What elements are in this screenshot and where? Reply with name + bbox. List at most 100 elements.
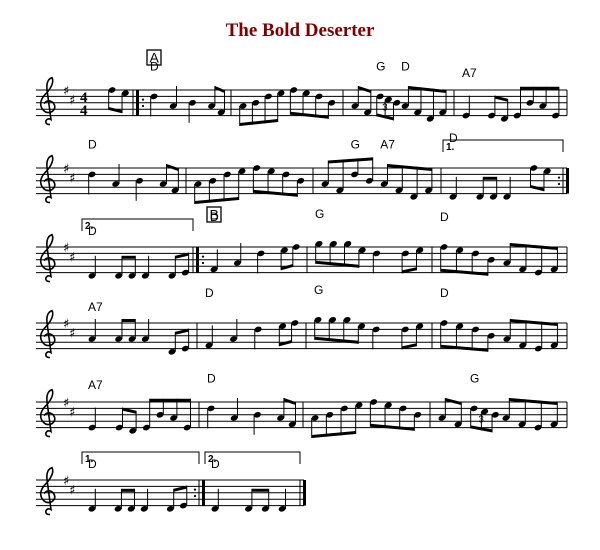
chord-symbol: D (88, 457, 97, 471)
thick-barline (202, 480, 205, 506)
part-label-box (146, 49, 162, 66)
chord-symbol: G (315, 207, 324, 221)
note-head (534, 424, 542, 431)
note-head (488, 112, 496, 119)
tuplet-number: 3 (478, 414, 484, 425)
note-head (438, 415, 446, 421)
note-head (277, 90, 285, 97)
chord-symbol: D (207, 371, 216, 385)
note-head (121, 90, 129, 97)
note-head (194, 181, 202, 187)
note-head (481, 408, 489, 415)
note-head (88, 336, 96, 342)
note-head (88, 424, 96, 431)
note-head (217, 109, 225, 116)
note-beam (376, 113, 394, 121)
note-head (115, 272, 123, 279)
sharp-c-icon: ♯ (69, 406, 75, 421)
note-head (425, 187, 433, 194)
note-head (376, 93, 384, 100)
chord-symbol: D (440, 210, 449, 224)
chord-symbol: G (376, 59, 385, 73)
note-head (534, 269, 542, 276)
thick-barline (566, 168, 569, 194)
note-head (550, 421, 558, 428)
note-head (518, 421, 526, 428)
note-beam (194, 197, 239, 204)
note-head (454, 421, 462, 428)
note-head (169, 103, 177, 109)
note-beam (358, 86, 371, 93)
sharp-f-icon: ♯ (63, 241, 69, 256)
chord-symbol: A7 (88, 378, 103, 392)
note-beam (122, 407, 137, 414)
note-head (267, 168, 275, 175)
note-beam (121, 488, 135, 492)
note-head (384, 402, 392, 409)
measure (311, 399, 431, 438)
repeat-dot (193, 494, 197, 498)
note-head (414, 411, 422, 418)
note-beam (440, 344, 488, 352)
note-head (168, 348, 176, 355)
measure: 3G (438, 371, 568, 433)
note-beam (175, 328, 189, 335)
chord-symbol: D (88, 224, 97, 238)
sharp-c-icon: ♯ (69, 327, 75, 342)
note-head (135, 177, 143, 184)
chord-symbol: A7 (380, 137, 395, 151)
measure: G (315, 207, 433, 274)
note-head (253, 411, 261, 418)
note-head (373, 250, 381, 257)
note-head (370, 399, 378, 405)
note-head (112, 181, 120, 187)
note-beam (166, 164, 179, 171)
note-head (526, 99, 534, 106)
note-head (401, 326, 409, 333)
treble-clef-icon (39, 233, 56, 283)
note-head (343, 316, 351, 323)
note-beam (121, 319, 136, 322)
note-beam (290, 111, 329, 119)
measure (194, 165, 314, 204)
note-beam (408, 86, 447, 93)
note-beam (328, 157, 373, 164)
sharp-f-icon: ♯ (63, 84, 69, 99)
note-head (487, 256, 495, 263)
note-head (351, 103, 359, 109)
treble-clef-icon (39, 388, 56, 438)
note-head (456, 323, 464, 330)
measure: D (205, 286, 307, 350)
note-beam (175, 252, 189, 259)
note-beam (108, 107, 123, 114)
note-beam (173, 485, 187, 492)
note-head (115, 424, 123, 431)
note-head (399, 405, 407, 412)
chord-symbol: D (401, 59, 410, 73)
note-head (282, 171, 290, 178)
note-beam (279, 340, 292, 347)
note-head (280, 247, 288, 254)
thick-barline (136, 90, 139, 116)
note-head (410, 193, 418, 200)
note-head (141, 272, 149, 279)
note-head (290, 87, 298, 93)
note-head (127, 505, 135, 512)
note-head (329, 316, 337, 323)
note-head (439, 109, 447, 116)
note-head (254, 326, 262, 333)
note-head (503, 336, 511, 342)
note-head (384, 96, 392, 103)
note-head (292, 244, 300, 250)
sharp-f-icon: ♯ (63, 396, 69, 411)
note-head (279, 323, 287, 330)
sharp-f-icon: ♯ (63, 317, 69, 332)
note-head (534, 345, 542, 352)
treble-clef-icon (39, 309, 56, 359)
note-head (288, 421, 296, 428)
chord-symbol: D (205, 286, 214, 300)
ending-bracket (81, 218, 194, 231)
note-beam (520, 86, 559, 90)
note-beam (315, 260, 359, 268)
note-head (115, 336, 123, 342)
